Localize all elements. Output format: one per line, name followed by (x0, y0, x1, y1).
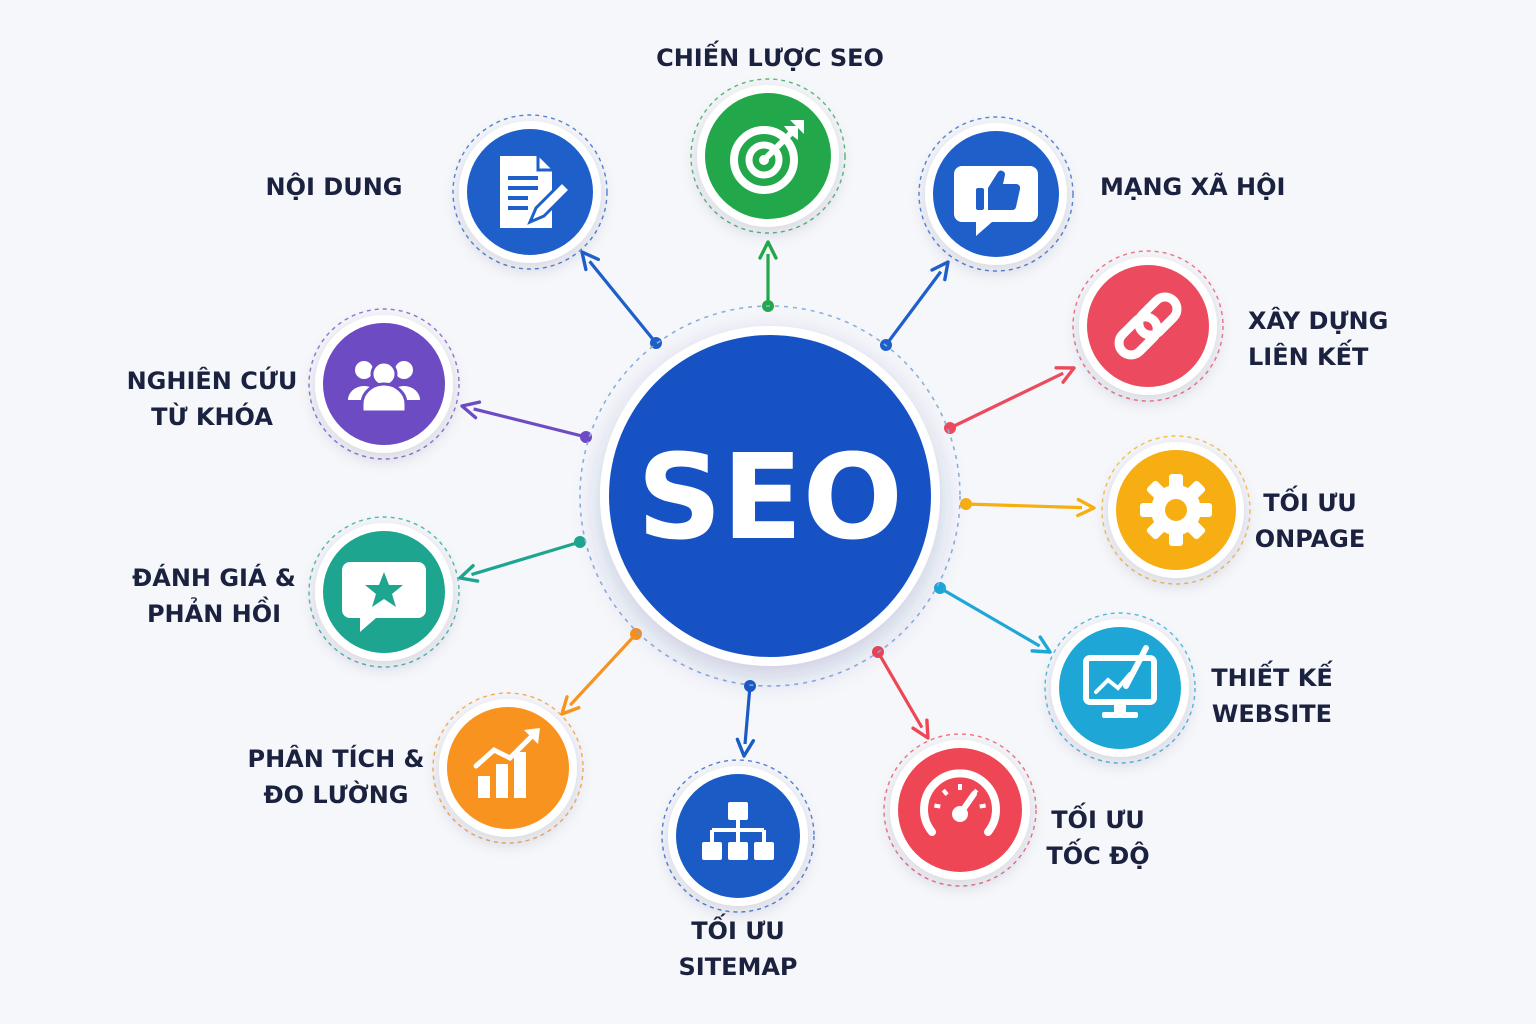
connectors (458, 240, 1096, 758)
node-label-thiet-ke-website-line-2: WEBSITE (1212, 700, 1332, 728)
link-icon (1114, 292, 1182, 360)
arrow-toi-uu-toc-do (872, 646, 930, 740)
node-dashed-ring (1101, 435, 1251, 585)
users-group-icon (348, 360, 420, 414)
node-label-toi-uu-toc-do-line-2: TỐC ĐỘ (1046, 837, 1149, 870)
node-chien-luoc-seo: CHIẾN LƯỢC SEO (656, 39, 884, 234)
arrow-toi-uu-onpage (960, 497, 1096, 518)
gear-icon (1140, 474, 1212, 546)
hub-circle (609, 335, 931, 657)
node-dashed-ring (690, 78, 846, 234)
node-label-xay-dung-lien-ket-line-1: XÂY DỰNG (1248, 306, 1388, 335)
arrow-phan-tich-do-luong (560, 628, 642, 716)
node-dashed-ring (661, 759, 815, 913)
node-circle (1087, 265, 1209, 387)
node-label-nghien-cuu-tu-khoa-line-2: TỪ KHÓA (151, 401, 273, 431)
arrow-danh-gia-phan-hoi (458, 536, 586, 583)
node-dashed-ring (308, 308, 460, 460)
thumbs-up-icon (954, 166, 1038, 236)
node-label-phan-tich-do-luong-line-1: PHÂN TÍCH & (248, 744, 425, 773)
node-label-xay-dung-lien-ket-line-2: LIÊN KẾT (1248, 338, 1369, 371)
node-toi-uu-sitemap: TỐI ƯU SITEMAP (661, 759, 815, 981)
target-icon (730, 120, 804, 194)
arrow-chien-luoc-seo (758, 240, 778, 312)
arrow-toi-uu-sitemap (735, 680, 756, 758)
arrow-mang-xa-hoi (880, 260, 950, 351)
arrow-noi-dung (580, 250, 662, 349)
node-label-danh-gia-phan-hoi-line-1: ĐÁNH GIÁ & (132, 563, 296, 592)
nodes: CHIẾN LƯỢC SEO MẠNG XÃ HỘI XÂY DỰNG LIÊN KẾ… (127, 39, 1389, 981)
node-label-phan-tich-do-luong-line-2: ĐO LƯỜNG (264, 779, 409, 809)
node-dashed-ring (308, 516, 460, 668)
node-dashed-ring (1044, 612, 1196, 764)
growth-chart-icon (473, 728, 540, 798)
node-dashed-ring (1072, 250, 1224, 402)
arrow-xay-dung-lien-ket (944, 366, 1076, 434)
sitemap-icon (702, 802, 774, 860)
node-label-thiet-ke-website-line-1: THIẾT KẾ (1211, 659, 1333, 692)
node-thiet-ke-website: THIẾT KẾ WEBSITE (1044, 612, 1333, 764)
node-noi-dung: NỘI DUNG (266, 114, 608, 270)
node-label-toi-uu-sitemap-line-1: TỐI ƯU (691, 912, 785, 945)
monitor-design-icon (1083, 645, 1157, 718)
hub-dashed-ring (579, 305, 961, 687)
node-label-noi-dung: NỘI DUNG (266, 171, 403, 201)
node-label-danh-gia-phan-hoi-line-2: PHẢN HỒI (147, 595, 281, 628)
node-mang-xa-hoi: MẠNG XÃ HỘI (918, 116, 1285, 272)
node-dashed-ring (883, 733, 1037, 887)
node-label-nghien-cuu-tu-khoa-line-1: NGHIÊN CỨU (127, 365, 298, 395)
node-label-mang-xa-hoi: MẠNG XÃ HỘI (1100, 171, 1285, 201)
arrow-nghien-cuu-tu-khoa (460, 400, 592, 443)
node-xay-dung-lien-ket: XÂY DỰNG LIÊN KẾT (1072, 250, 1388, 402)
node-dashed-ring (432, 692, 584, 844)
node-label-toi-uu-onpage-line-2: ONPAGE (1255, 525, 1366, 553)
node-label-toi-uu-onpage-line-1: TỐI ƯU (1263, 484, 1357, 517)
hub-label: SEO (637, 428, 903, 566)
node-dashed-ring (452, 114, 608, 270)
seo-hub: SEO (579, 305, 961, 687)
node-phan-tich-do-luong: PHÂN TÍCH & ĐO LƯỜNG (248, 692, 584, 844)
node-label-toi-uu-toc-do-line-1: TỐI ƯU (1051, 801, 1145, 834)
speedometer-icon (920, 769, 1000, 836)
node-dashed-ring (918, 116, 1074, 272)
star-chat-icon (342, 562, 426, 632)
document-edit-icon (500, 156, 573, 228)
node-toi-uu-onpage: TỐI ƯU ONPAGE (1101, 435, 1366, 585)
node-danh-gia-phan-hoi: ĐÁNH GIÁ & PHẢN HỒI (132, 516, 460, 668)
arrow-thiet-ke-website (934, 582, 1052, 654)
node-nghien-cuu-tu-khoa: NGHIÊN CỨU TỪ KHÓA (127, 308, 460, 460)
node-label-chien-luoc-seo: CHIẾN LƯỢC SEO (656, 39, 884, 72)
node-label-toi-uu-sitemap-line-2: SITEMAP (678, 953, 797, 981)
